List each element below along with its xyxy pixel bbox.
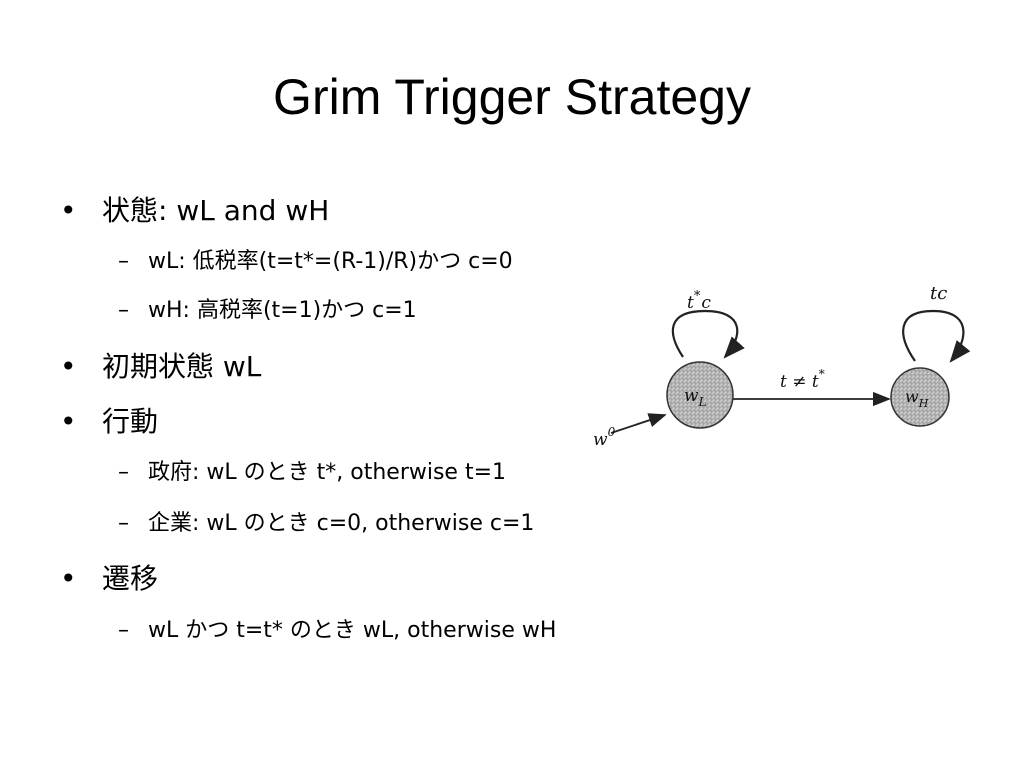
- bullet-text: 初期状態 wL: [102, 350, 262, 383]
- bullet-text: 行動: [102, 405, 159, 438]
- subbullet-transition-rule: – wL かつ t=t* のとき wL, otherwise wH: [118, 616, 557, 646]
- subbullet-firm-action: – 企業: wL のとき c=0, otherwise c=1: [118, 509, 535, 539]
- subbullet-text: wL かつ t=t* のとき wL, otherwise wH: [148, 618, 557, 643]
- slide-title: Grim Trigger Strategy: [273, 69, 751, 125]
- bullet-marker: •: [60, 562, 77, 595]
- node-high-label: wH: [905, 387, 929, 410]
- loop-high-label: tc: [930, 283, 947, 304]
- subbullet-government-action: – 政府: wL のとき t*, otherwise t=1: [118, 458, 507, 488]
- bullet-transition: • 遷移: [60, 561, 159, 597]
- subbullet-text: wH: 高税率(t=1)かつ c=1: [148, 298, 417, 323]
- state-transition-diagram: wL wH t*c tc t ≠ t* w0: [593, 283, 971, 450]
- bullet-states: • 状態: wL and wH: [60, 193, 330, 229]
- loop-low-label: t*c: [687, 289, 711, 313]
- node-low-label: wL: [684, 386, 707, 409]
- subbullet-marker: –: [118, 618, 129, 643]
- subbullet-wh-definition: – wH: 高税率(t=1)かつ c=1: [118, 296, 417, 326]
- subbullet-wl-definition: – wL: 低税率(t=t*=(R-1)/R)かつ c=0: [118, 247, 513, 277]
- node-high: [890, 367, 950, 427]
- subbullet-text: 企業: wL のとき c=0, otherwise c=1: [148, 511, 535, 536]
- node-low: [666, 361, 734, 429]
- subbullet-text: 政府: wL のとき t*, otherwise t=1: [148, 460, 507, 485]
- bullet-marker: •: [60, 405, 77, 438]
- subbullet-marker: –: [118, 460, 129, 485]
- bullet-marker: •: [60, 350, 77, 383]
- self-loop-low: [671, 309, 745, 359]
- subbullet-text: wL: 低税率(t=t*=(R-1)/R)かつ c=0: [148, 249, 513, 274]
- bullet-marker: •: [60, 194, 77, 227]
- bullet-text: 状態: wL and wH: [102, 194, 330, 227]
- subbullet-marker: –: [118, 249, 129, 274]
- subbullet-marker: –: [118, 298, 129, 323]
- bullet-initial-state: • 初期状態 wL: [60, 349, 262, 385]
- bullet-text: 遷移: [102, 562, 159, 595]
- bullet-actions: • 行動: [60, 404, 159, 440]
- transition-label: t ≠ t*: [780, 367, 825, 392]
- initial-label: w0: [593, 425, 616, 450]
- self-loop-high: [902, 309, 971, 363]
- subbullet-marker: –: [118, 511, 129, 536]
- initial-arrow: [610, 413, 667, 434]
